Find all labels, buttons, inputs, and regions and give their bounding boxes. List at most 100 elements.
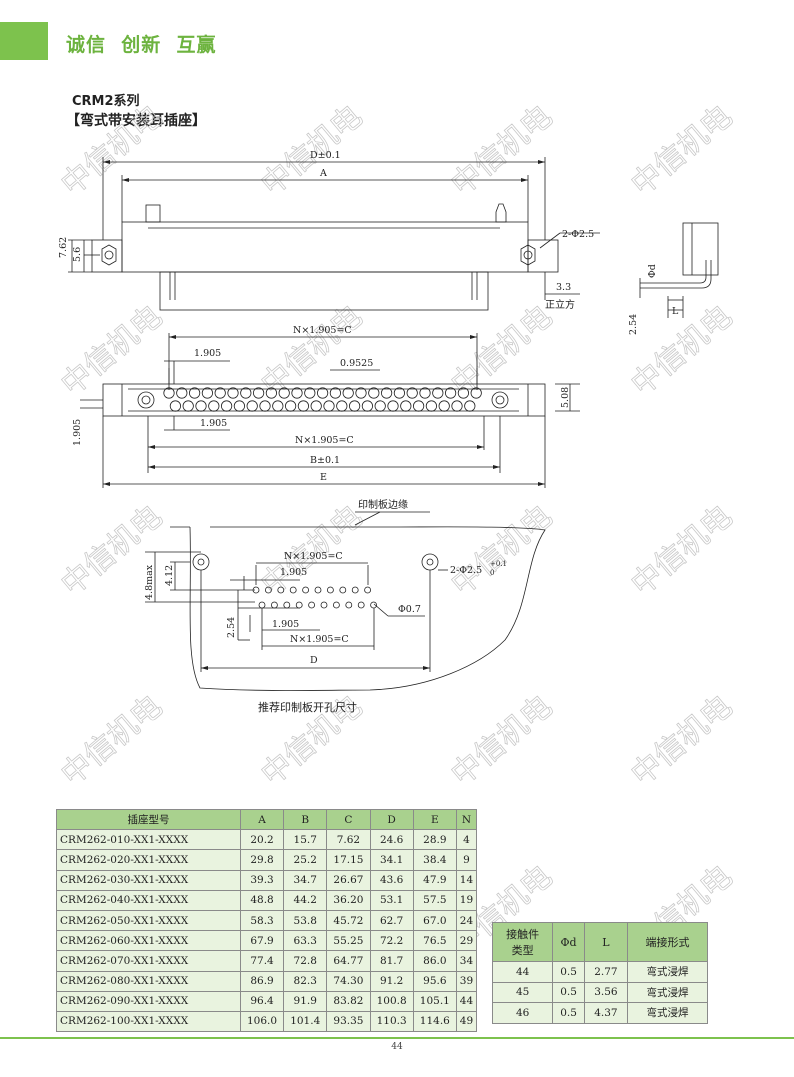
value-cell: 95.6	[412, 970, 457, 992]
pin-hole	[374, 400, 386, 412]
dim-c-bottom: N×1.905=C	[295, 435, 354, 446]
series-title: CRM2系列	[72, 94, 140, 109]
pin-hole	[425, 400, 437, 412]
value-cell: 34.7	[283, 869, 328, 891]
dim-b: B±0.1	[310, 455, 340, 466]
side-view	[639, 222, 719, 318]
value-cell: 48.8	[239, 889, 285, 911]
value-cell: 62.7	[369, 909, 414, 932]
pcb-dim-tol-upper: +0.1	[490, 560, 507, 568]
pcb-hole	[289, 586, 297, 594]
watermark-text: 中信机电	[55, 689, 169, 793]
value-cell: 96.4	[239, 990, 285, 1012]
model-cell: CRM262-070-XX1-XXXX	[56, 950, 241, 972]
watermark-text: 中信机电	[625, 99, 739, 203]
pcb-hole	[295, 601, 303, 609]
pin-hole	[169, 400, 181, 412]
pcb-layout	[145, 511, 546, 691]
header-slogan: 诚信 创新 互赢	[66, 34, 217, 56]
value-cell: 47.9	[412, 869, 457, 891]
model-cell: CRM262-030-XX1-XXXX	[56, 869, 241, 891]
pin-hole	[400, 400, 412, 412]
pcb-dim-d: D	[310, 655, 318, 666]
watermark-text: 中信机电	[445, 99, 559, 203]
value-cell: 76.5	[412, 930, 457, 952]
value-cell: 45.72	[326, 909, 371, 932]
value-cell: 53.8	[283, 909, 328, 932]
pin-hole	[259, 400, 271, 412]
value-cell: 55.25	[326, 930, 371, 952]
model-cell: CRM262-040-XX1-XXXX	[56, 889, 241, 911]
pin-hole	[189, 387, 201, 399]
pin-hole	[451, 400, 463, 412]
dim-a: A	[319, 168, 327, 179]
dim-phi-d: Φd	[647, 264, 658, 278]
contact-header-cell: 接触件 类型	[491, 922, 554, 962]
table-header-cell: D	[369, 808, 414, 831]
table-header-cell: A	[239, 808, 285, 831]
pin-hole	[265, 387, 277, 399]
pin-hole	[432, 387, 444, 399]
value-cell: 4	[455, 829, 478, 851]
pin-hole	[316, 387, 329, 399]
contact-cell: 4.37	[583, 1002, 629, 1024]
watermark-text: 中信机电	[625, 299, 739, 403]
table-header-cell: 插座型号	[56, 808, 241, 831]
pcb-dim-2-54: 2.54	[226, 617, 237, 638]
pin-hole	[419, 387, 431, 399]
dim-pitch-bottom: 1.905	[200, 418, 227, 429]
value-cell: 14	[455, 869, 478, 891]
value-cell: 91.2	[369, 970, 414, 992]
pin-hole	[393, 387, 405, 399]
value-cell: 67.0	[412, 909, 457, 932]
value-cell: 34.1	[369, 849, 414, 871]
contact-header-cell: L	[583, 922, 629, 962]
value-cell: 114.6	[412, 1010, 457, 1033]
contact-cell: 45	[491, 981, 554, 1003]
pin-hole	[182, 400, 194, 412]
value-cell: 38.4	[412, 849, 457, 871]
pcb-dim-4-12: 4.12	[164, 565, 175, 586]
watermark-text: 中信机电	[625, 689, 739, 793]
value-cell: 105.1	[412, 990, 457, 1012]
pin-hole	[297, 400, 309, 412]
contact-cell: 0.5	[552, 1002, 585, 1024]
value-cell: 106.0	[239, 1010, 285, 1033]
value-cell: 93.35	[326, 1010, 371, 1033]
pin-hole	[284, 400, 297, 412]
label-front: 正立方	[545, 298, 575, 311]
model-cell: CRM262-090-XX1-XXXX	[56, 990, 241, 1012]
pin-hole	[253, 387, 265, 399]
watermark-text: 中信机电	[55, 99, 169, 203]
pcb-hole	[283, 601, 291, 609]
pin-hole	[310, 400, 322, 412]
pin-hole	[406, 387, 418, 399]
value-cell: 36.20	[326, 889, 371, 911]
value-cell: 26.67	[326, 869, 371, 891]
front-view	[80, 333, 580, 488]
pcb-dim-pitch-top: 1.905	[280, 567, 307, 578]
pin-hole	[176, 387, 188, 399]
dim-5-08: 5.08	[560, 387, 571, 408]
value-cell: 24	[455, 909, 478, 932]
pin-hole	[233, 400, 245, 412]
value-cell: 44.2	[283, 889, 328, 911]
contact-cell: 0.5	[552, 981, 585, 1003]
dim-1-905-left: 1.905	[72, 419, 83, 446]
contact-cell: 3.56	[583, 981, 629, 1003]
pin-hole	[342, 387, 354, 399]
value-cell: 20.2	[239, 829, 285, 851]
contact-header-cell: 端接形式	[627, 922, 708, 962]
dim-5-6: 5.6	[72, 247, 83, 262]
dim-pitch-top: 1.905	[194, 348, 221, 359]
value-cell: 64.77	[326, 950, 371, 972]
contact-cell: 0.5	[552, 961, 585, 983]
contact-cell: 2.77	[583, 961, 629, 983]
dim-0-9525: 0.9525	[340, 358, 373, 369]
pin-hole	[195, 400, 207, 412]
